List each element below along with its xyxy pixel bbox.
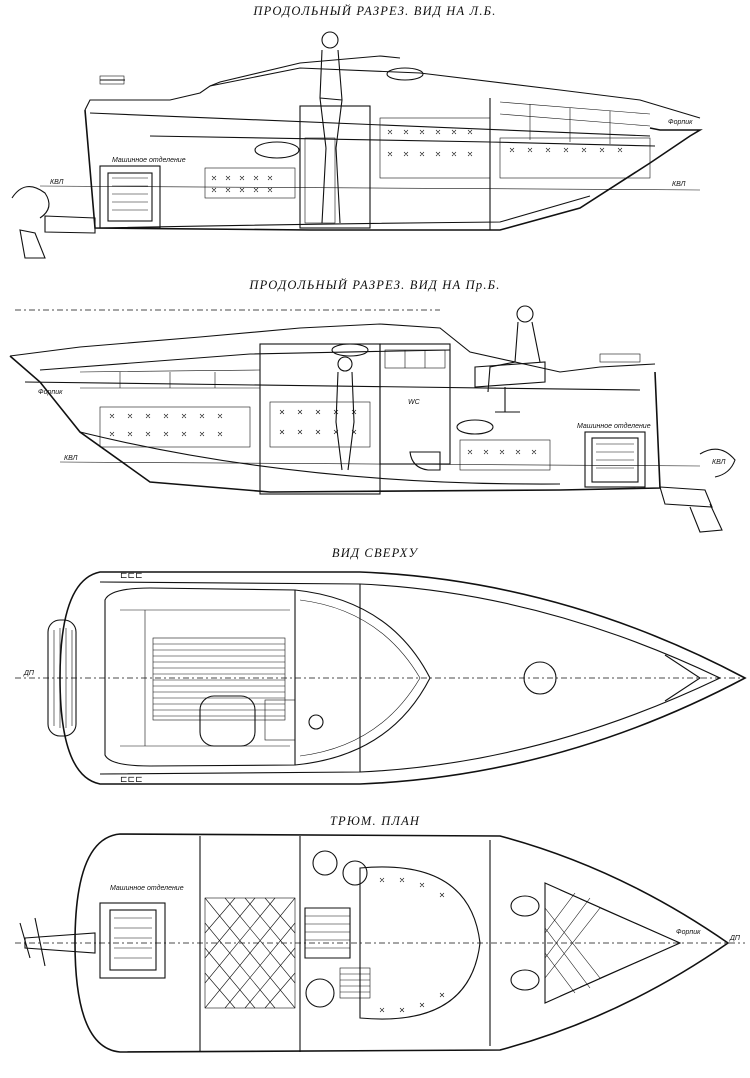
hull-outline (84, 109, 703, 231)
title-side-starboard: ПРОДОЛЬНЫЙ РАЗРЕЗ. ВИД НА Пр.Б. (249, 278, 501, 292)
swim-platform (47, 619, 77, 737)
waterline-label-stern-2: КВЛ (712, 459, 726, 466)
person-figure (319, 31, 343, 224)
cockpit-sole (152, 637, 286, 721)
helmsman-seat (474, 305, 546, 413)
centerline-label-2: ДП (729, 935, 741, 942)
side-section-starboard-view: КВЛ КВЛ WC Машинное отделение Форпик (0, 292, 750, 542)
svg-text:⊏⊏⊏: ⊏⊏⊏ (120, 570, 143, 580)
toilet (409, 451, 441, 471)
sterndrive-3 (19, 917, 96, 967)
engine-block-2 (584, 431, 646, 488)
engine-block-3 (99, 902, 166, 979)
waterline-label-stern: КВЛ (50, 179, 64, 186)
top-view: ДП ⊏⊏⊏ ⊏⊏⊏ (0, 560, 750, 800)
windshield (294, 589, 431, 766)
hull-hold-outline (74, 833, 730, 1053)
engine-room-label-3: Машинное отделение (110, 884, 184, 892)
title-hold-plan: ТРЮМ. ПЛАН (329, 814, 421, 828)
forepeak-label: Форпик (668, 119, 693, 126)
side-section-port-view: КВЛ КВЛ Машинное отделение Форпик (0, 18, 750, 280)
sterndrive (11, 186, 96, 259)
saloon-floor (359, 866, 481, 1020)
steering-wheel (308, 714, 324, 730)
engine-room-label: Машинное отделение (112, 156, 186, 164)
person-figure-2 (335, 356, 355, 471)
cockpit (104, 587, 296, 767)
engine-block (99, 165, 161, 229)
forepeak-label-2: Форпик (38, 389, 63, 396)
waterline-label-bow-2: КВЛ (64, 455, 78, 462)
centerline-label: ДП (23, 670, 35, 677)
toilet-plan (305, 978, 335, 1008)
sterndrive-2 (659, 448, 736, 533)
hold-plan-view: ДП Машинное отделение Форпик (0, 828, 750, 1078)
helm-seat (199, 695, 256, 747)
title-side-port: ПРОДОЛЬНЫЙ РАЗРЕЗ. ВИД НА Л.Б. (253, 4, 497, 18)
engine-room-label-2: Машинное отделение (577, 422, 651, 430)
deck-line-2 (9, 323, 656, 373)
hull-outline-2 (9, 355, 661, 493)
deck-hatch (523, 661, 557, 695)
hull-plan-outline (59, 571, 747, 785)
svg-text:⊏⊏⊏: ⊏⊏⊏ (120, 774, 143, 784)
title-top-view: ВИД СВЕРХУ (331, 546, 419, 560)
wc-label: WC (408, 399, 421, 406)
waterline-label-bow: КВЛ (672, 181, 686, 188)
deck-line (84, 67, 701, 119)
forepeak-label-3: Форпик (676, 929, 701, 936)
porthole (254, 141, 300, 159)
